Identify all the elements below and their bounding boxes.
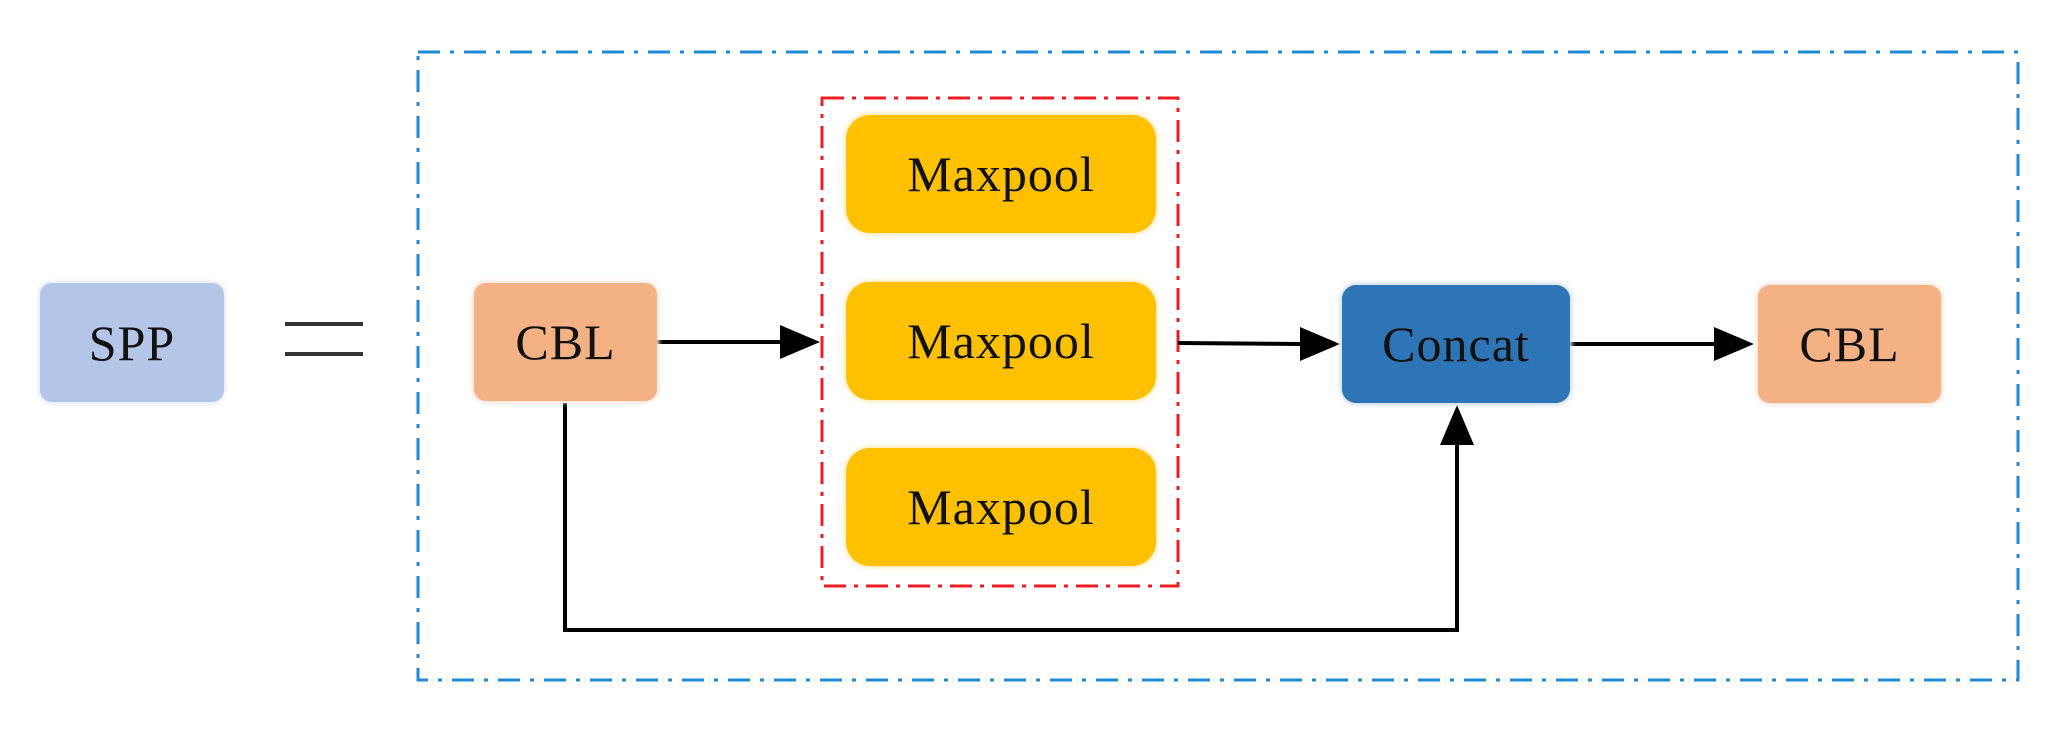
maxpool-group-boundary xyxy=(820,96,1180,588)
arrow-maxpool-to-concat xyxy=(1177,327,1340,361)
equals-sign xyxy=(285,322,363,358)
spp-label: SPP xyxy=(88,314,176,371)
cbl-output-block: CBL xyxy=(1758,285,1941,403)
maxpool-label-3: Maxpool xyxy=(907,479,1095,535)
arrow-cbl-to-maxpool xyxy=(657,325,820,359)
equals-bar-top xyxy=(285,322,363,326)
cbl-input-block: CBL xyxy=(474,283,657,401)
concat-block: Concat xyxy=(1342,285,1570,403)
maxpool-block-1: Maxpool xyxy=(846,115,1156,233)
spp-block: SPP xyxy=(40,283,224,402)
concat-label: Concat xyxy=(1382,316,1530,372)
spp-module-boundary xyxy=(416,50,2020,682)
arrow-concat-to-cbl xyxy=(1570,327,1754,361)
cbl-input-label: CBL xyxy=(515,314,616,370)
equals-bar-bottom xyxy=(285,352,363,356)
maxpool-label-1: Maxpool xyxy=(907,146,1095,202)
arrow-cbl-bypass-to-concat xyxy=(563,403,1474,632)
maxpool-block-2: Maxpool xyxy=(846,282,1156,400)
maxpool-block-3: Maxpool xyxy=(846,448,1156,566)
cbl-output-label: CBL xyxy=(1799,316,1900,372)
maxpool-label-2: Maxpool xyxy=(907,313,1095,369)
